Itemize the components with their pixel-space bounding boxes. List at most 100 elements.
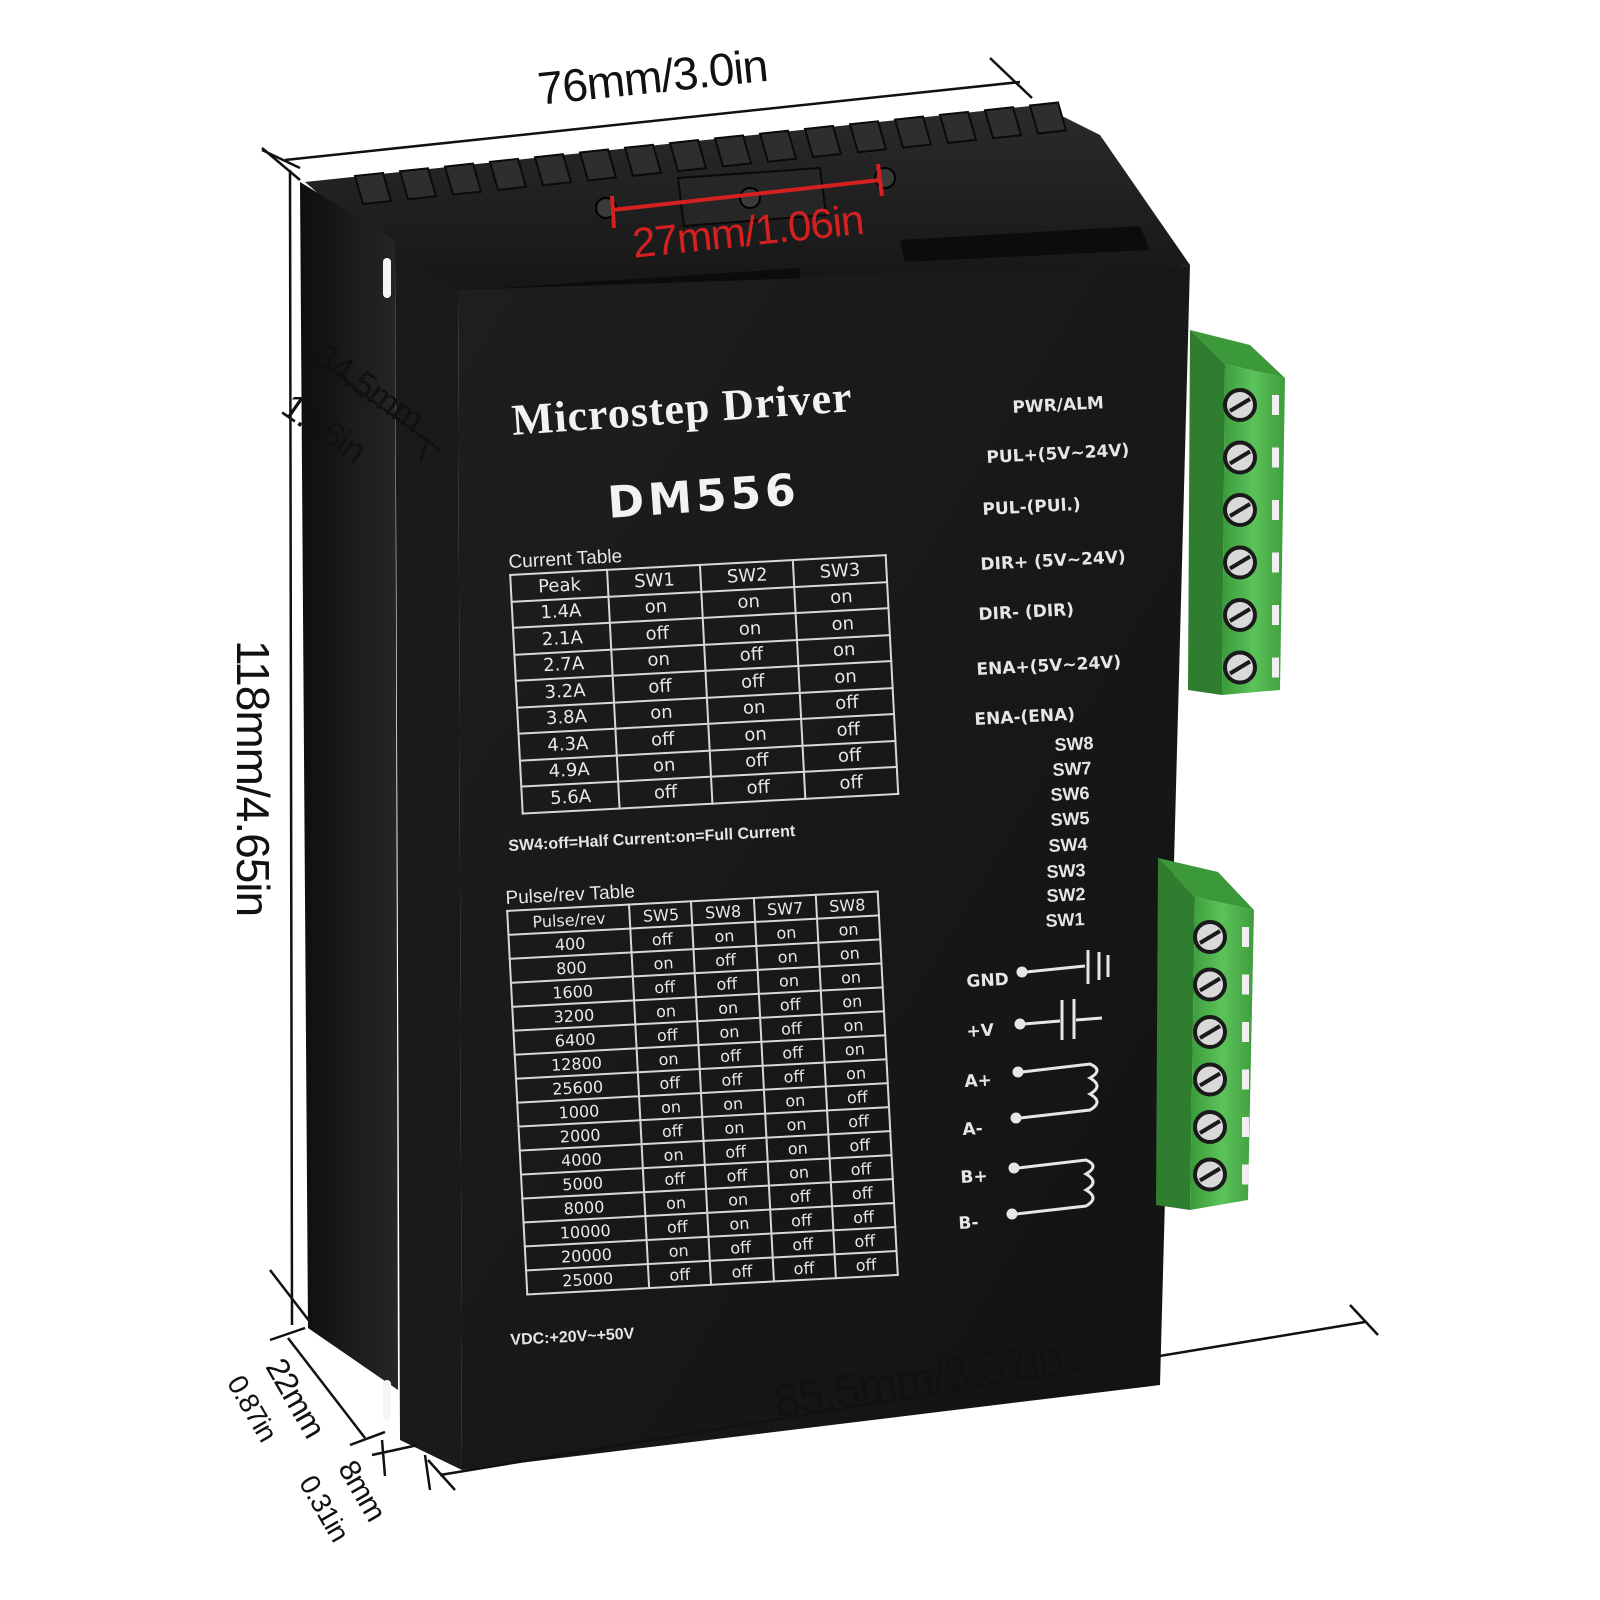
heatsink-fin xyxy=(443,162,483,196)
pulse-table-cell: off xyxy=(826,1107,891,1135)
pulse-table-cell: on xyxy=(816,915,881,943)
pulse-table-cell: off xyxy=(643,1164,707,1193)
screw-slot xyxy=(1198,1071,1222,1088)
screw-slot xyxy=(1228,502,1252,518)
pulse-table-cell: on xyxy=(764,1110,829,1138)
pulse-table-cell: off xyxy=(630,925,694,953)
pulse-table-cell: on xyxy=(706,1185,770,1213)
pulse-table-cell: off xyxy=(771,1230,835,1258)
pulse-table-cell: on xyxy=(646,1236,711,1265)
pulse-table-cell: off xyxy=(645,1212,710,1241)
terminal-slot xyxy=(1272,657,1279,678)
pulse-table-cell: off xyxy=(831,1203,896,1231)
pulse-table-cell: off xyxy=(703,1137,768,1165)
pulse-table-cell: off xyxy=(638,1069,702,1097)
heatsink-fin xyxy=(848,120,888,154)
heatsink-fin xyxy=(668,139,708,173)
front-panel xyxy=(458,265,1190,1470)
heatsink-fin xyxy=(533,153,573,187)
pulse-table-cell: off xyxy=(830,1179,895,1207)
heatsink-fin xyxy=(938,110,978,144)
terminal-slot xyxy=(1242,1069,1249,1090)
height-dimension-label: 118mm/4.65in xyxy=(227,640,279,917)
screw-slot xyxy=(1228,397,1252,413)
heatsink-fin xyxy=(488,157,528,191)
heatsink-fin xyxy=(713,134,753,168)
terminal-slot xyxy=(1272,552,1279,573)
pulse-table-cell: on xyxy=(763,1086,827,1114)
dimension-lines xyxy=(261,57,1379,1491)
pulse-table-cell: on xyxy=(757,966,821,994)
pulse-table-cell: off xyxy=(635,1021,699,1049)
pulse-table-cell: off xyxy=(705,1161,769,1189)
pulse-table-cell: off xyxy=(759,1014,824,1042)
current-table-cell: off xyxy=(618,776,713,808)
terminal-slot xyxy=(1272,500,1279,520)
pulse-table-cell: on xyxy=(644,1188,708,1217)
heatsink-fin xyxy=(623,143,663,177)
pulse-table-cell: 25000 xyxy=(526,1264,650,1295)
pulse-table-header-cell: SW5 xyxy=(629,901,693,929)
terminal-slot xyxy=(1242,1164,1249,1185)
pulse-table-cell: on xyxy=(754,918,819,946)
screw-slot xyxy=(1198,1024,1222,1040)
pulse-table-cell: off xyxy=(768,1182,832,1210)
pulse-table-cell: on xyxy=(824,1059,888,1087)
power-pin-0: GND xyxy=(966,969,1010,992)
switch-label-1: SW7 xyxy=(1052,757,1093,780)
pulse-table-cell: off xyxy=(772,1254,836,1282)
terminal-slot xyxy=(1272,395,1279,415)
pulse-table-cell: off xyxy=(693,945,758,974)
power-pin-1: +V xyxy=(966,1020,995,1042)
current-table-cell: off xyxy=(804,766,899,799)
heatsink-fin xyxy=(353,171,393,206)
screw-slot xyxy=(1228,607,1252,623)
pulse-table-cell: off xyxy=(695,969,759,998)
screw-slot xyxy=(1198,1166,1222,1183)
pulse-table-cell: on xyxy=(701,1089,765,1117)
pulse-table-cell: on xyxy=(766,1134,830,1162)
pulse-table-cell: on xyxy=(702,1113,767,1141)
switch-label-2: SW6 xyxy=(1050,782,1091,805)
heatsink-fin xyxy=(578,148,618,182)
pulse-table-cell: on xyxy=(823,1035,887,1063)
pulse-table-cell: off xyxy=(834,1251,898,1279)
terminal-slot xyxy=(1242,974,1249,995)
pulse-table-cell: on xyxy=(767,1158,831,1186)
pulse-table-cell: on xyxy=(631,949,696,977)
pulse-table-cell: on xyxy=(634,997,698,1025)
pulse-table-cell: on xyxy=(636,1045,701,1073)
pulse-table-header-cell: SW8 xyxy=(691,898,755,926)
pulse-table-cell: on xyxy=(697,1017,762,1046)
heatsink-fin xyxy=(398,167,438,201)
terminal-slot xyxy=(1272,605,1279,625)
pulse-table-cell: off xyxy=(833,1227,897,1255)
switch-label-6: SW2 xyxy=(1046,883,1087,906)
heatsink-fin xyxy=(1028,101,1068,135)
pulse-table-cell: on xyxy=(756,942,820,970)
heatsink-fin xyxy=(893,115,933,149)
switch-label-7: SW1 xyxy=(1045,908,1086,931)
pulse-table-cell: off xyxy=(829,1155,893,1183)
signal-terminal-block xyxy=(1188,330,1285,695)
power-pin-4: B+ xyxy=(960,1166,989,1188)
switch-label-4: SW4 xyxy=(1048,833,1089,856)
pulse-table-header-cell: SW8 xyxy=(815,891,879,919)
terminal-slot xyxy=(1242,927,1249,947)
power-terminal-block xyxy=(1156,858,1254,1210)
pulse-table-cell: off xyxy=(825,1083,889,1111)
screw-slot xyxy=(1198,976,1222,993)
heatsink-fin xyxy=(758,129,798,163)
pulse-table-cell: off xyxy=(769,1206,834,1234)
pulse-table-cell: off xyxy=(710,1257,774,1285)
pulse-table-cell: on xyxy=(820,987,884,1015)
pulse-table-cell: on xyxy=(818,939,882,967)
power-pin-5: B- xyxy=(958,1212,980,1234)
pulse-table-cell: off xyxy=(828,1131,892,1159)
pulse-table-header-cell: SW7 xyxy=(753,894,817,922)
power-pin-3: A- xyxy=(962,1118,984,1140)
pulse-table-cell: off xyxy=(633,973,697,1001)
